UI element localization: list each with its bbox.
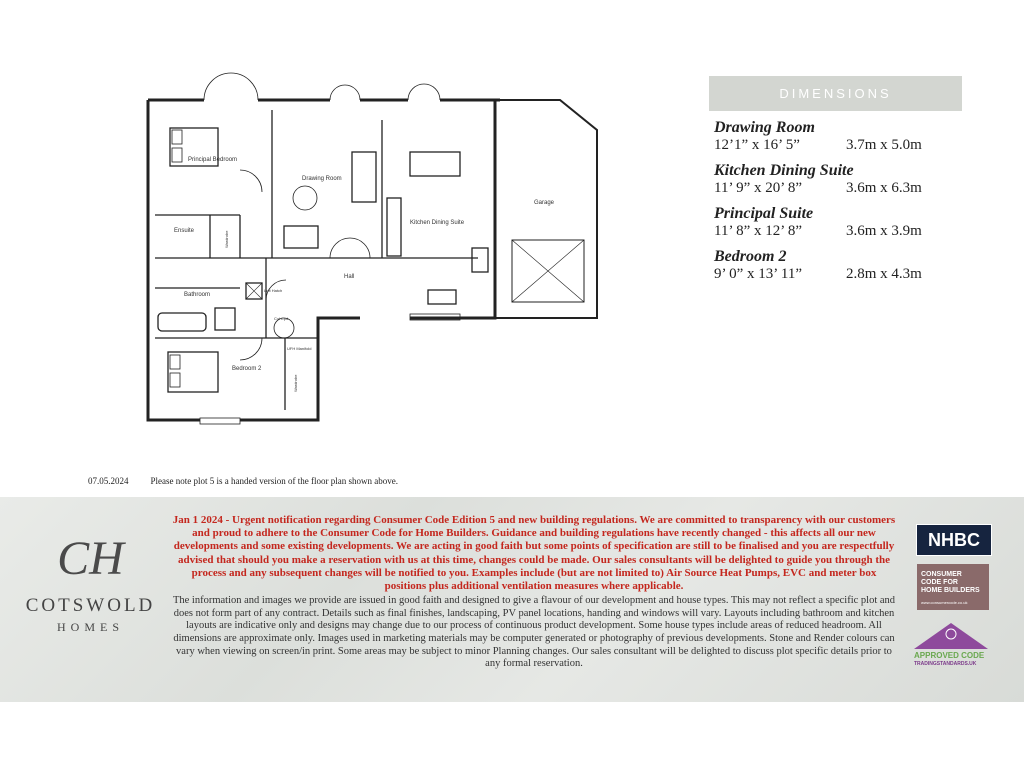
- plan-date: 07.05.2024: [88, 476, 129, 486]
- dimension-item: Kitchen Dining Suite 11’ 9” x 20’ 8” 3.6…: [714, 162, 962, 197]
- urgent-notice: Jan 1 2024 - Urgent notification regardi…: [172, 514, 896, 593]
- floor-plan: Principal Bedroom Drawing Room Kitchen D…: [146, 72, 598, 425]
- plan-label-ufh-manifold: UFH Manifold: [287, 346, 311, 351]
- room-imperial: 12’1” x 16’ 5”: [714, 137, 800, 153]
- disclaimer-text: The information and images we provide ar…: [172, 595, 896, 670]
- tsi-triangle-icon: [914, 623, 988, 649]
- plan-label-cyl-cpd: Cyl Cpd: [274, 316, 288, 321]
- plan-label-ensuite: Ensuite: [174, 228, 195, 234]
- room-name: Bedroom 2: [714, 248, 787, 265]
- plan-label-wardrobe: Wardrobe: [224, 230, 229, 248]
- plan-note: Please note plot 5 is a handed version o…: [150, 476, 398, 486]
- consumer-code-web: www.consumercode.co.uk: [921, 600, 968, 605]
- plan-label-principal-bedroom: Principal Bedroom: [188, 157, 237, 163]
- plan-label-bedroom-2: Bedroom 2: [232, 366, 262, 372]
- room-name: Principal Suite: [714, 205, 814, 222]
- plan-label-bathroom: Bathroom: [184, 292, 210, 298]
- plan-footer: 07.05.2024 Please note plot 5 is a handed…: [88, 476, 398, 486]
- plan-label-drawing-room: Drawing Room: [302, 176, 342, 182]
- plan-label-wardrobe-2: Wardrobe: [293, 374, 298, 392]
- cotswold-homes-logo: CH COTSWOLD HOMES: [18, 533, 163, 635]
- dimension-item: Drawing Room 12’1” x 16’ 5” 3.7m x 5.0m: [714, 119, 962, 154]
- consumer-code-line1: CONSUMER: [921, 571, 962, 578]
- room-metric: 2.8m x 4.3m: [846, 266, 922, 282]
- consumer-code-badge: CONSUMER CODE FOR HOME BUILDERS www.cons…: [917, 564, 989, 610]
- disclaimer-band: CH COTSWOLD HOMES Jan 1 2024 - Urgent no…: [0, 497, 1024, 702]
- room-imperial: 11’ 9” x 20’ 8”: [714, 180, 803, 196]
- dimensions-header: DIMENSIONS: [709, 76, 962, 111]
- consumer-code-line3: HOME BUILDERS: [921, 587, 980, 594]
- nhbc-label: NHBC: [928, 529, 980, 550]
- dimension-item: Bedroom 2 9’ 0” x 13’ 11” 2.8m x 4.3m: [714, 248, 962, 283]
- plan-label-loft-hatch: Loft Hatch: [264, 288, 282, 293]
- room-imperial: 9’ 0” x 13’ 11”: [714, 266, 803, 282]
- room-imperial: 11’ 8” x 12’ 8”: [714, 223, 803, 239]
- trading-standards-badge: APPROVED CODE TRADINGSTANDARDS.UK: [908, 621, 994, 669]
- dimensions-panel: DIMENSIONS Drawing Room 12’1” x 16’ 5” 3…: [709, 76, 962, 283]
- plan-label-hall: Hall: [344, 274, 354, 280]
- notice-block: Jan 1 2024 - Urgent notification regardi…: [170, 514, 898, 671]
- tsi-line1: APPROVED CODE: [914, 651, 985, 660]
- room-name: Drawing Room: [714, 119, 815, 136]
- logo-monogram: CH: [57, 532, 124, 585]
- dimension-item: Principal Suite 11’ 8” x 12’ 8” 3.6m x 3…: [714, 205, 962, 240]
- tsi-line2: TRADINGSTANDARDS.UK: [914, 661, 977, 667]
- logo-wordmark-line1: COTSWOLD: [25, 595, 156, 616]
- room-name: Kitchen Dining Suite: [714, 162, 854, 179]
- room-metric: 3.7m x 5.0m: [846, 137, 922, 153]
- room-metric: 3.6m x 6.3m: [846, 180, 922, 196]
- plan-label-garage: Garage: [534, 200, 555, 206]
- nhbc-badge: NHBC: [916, 524, 992, 556]
- plan-label-kitchen-dining-suite: Kitchen Dining Suite: [410, 220, 465, 226]
- consumer-code-line2: CODE FOR: [921, 579, 958, 586]
- logo-wordmark-line2: HOMES: [56, 620, 124, 634]
- room-metric: 3.6m x 3.9m: [846, 223, 922, 239]
